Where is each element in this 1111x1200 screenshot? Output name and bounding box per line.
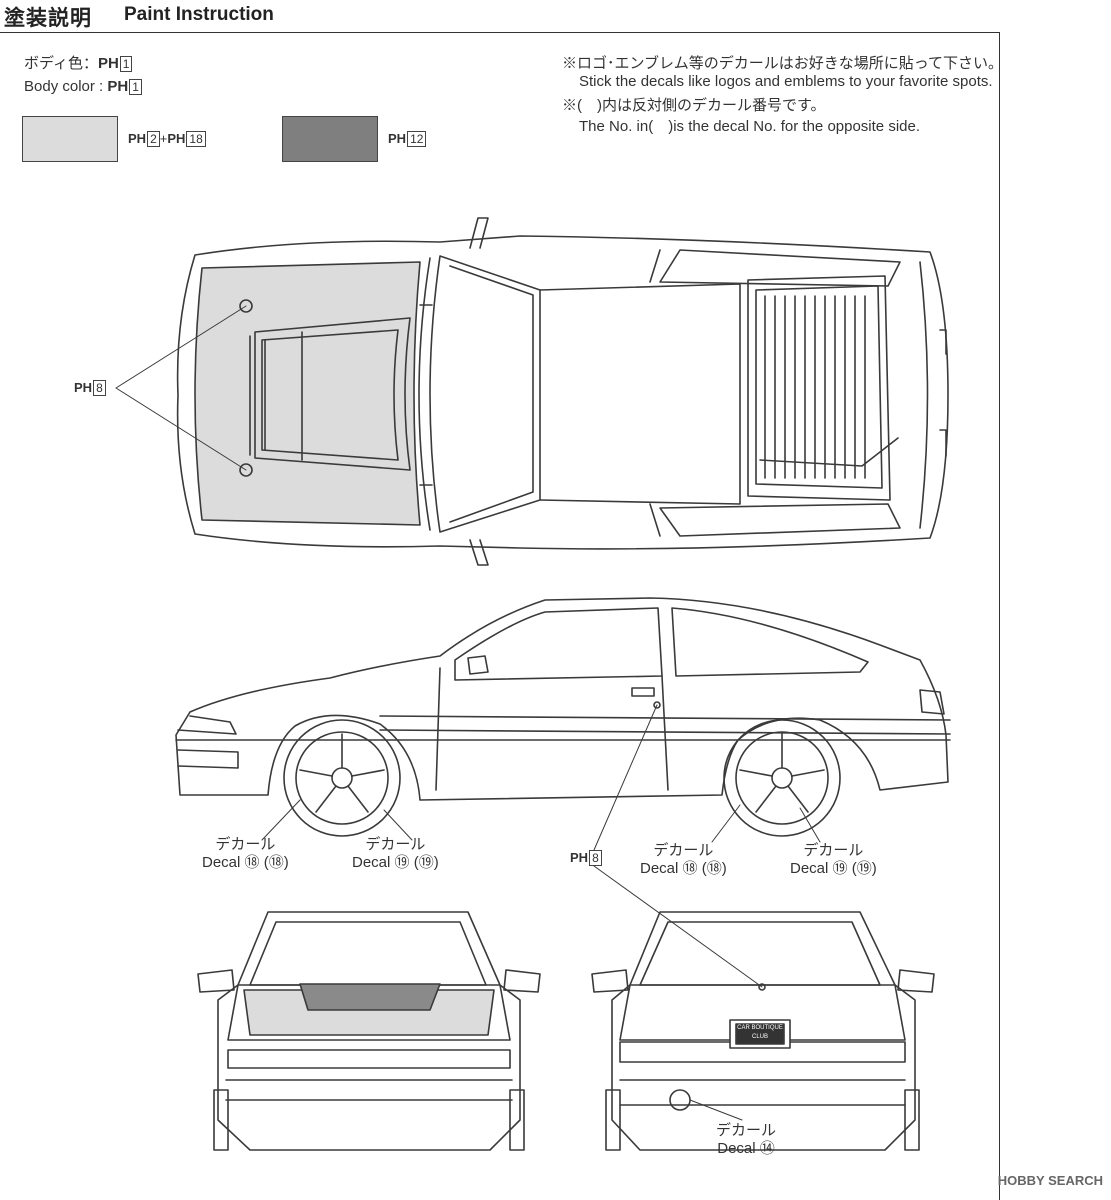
decal-rear-wheel-1: デカール Decal ⑱ (⑱) — [640, 842, 727, 877]
note-2-jp: ※( )内は反対側のデカール番号です。 — [562, 97, 826, 114]
rear-view — [591, 911, 935, 1151]
note-2-en: The No. in( )is the decal No. for the op… — [579, 118, 921, 135]
note-1-jp: ※ロゴ･エンブレム等のデカールはお好きな場所に貼って下さい。 — [562, 55, 1004, 72]
decal-rear-plate: デカール Decal ⑭ — [716, 1122, 777, 1157]
decal-front-wheel-1: デカール Decal ⑱ (⑱) — [202, 836, 289, 871]
leader-lines — [115, 305, 821, 1121]
note-1-en: Stick the decals like logos and emblems … — [579, 73, 993, 90]
top-view — [176, 217, 949, 566]
side-view — [175, 597, 951, 837]
front-view — [197, 911, 541, 1151]
swatch-light-gray — [22, 116, 118, 162]
content-frame — [0, 32, 1000, 1200]
page-title-jp: 塗装説明 — [4, 6, 92, 30]
swatch-dark-gray — [282, 116, 378, 162]
decal-front-wheel-2: デカール Decal ⑲ (⑲) — [352, 836, 439, 871]
watermark: HOBBY SEARCH — [997, 1173, 1103, 1188]
page-title: Paint Instruction — [124, 4, 274, 25]
decal-rear-wheel-2: デカール Decal ⑲ (⑲) — [790, 842, 877, 877]
